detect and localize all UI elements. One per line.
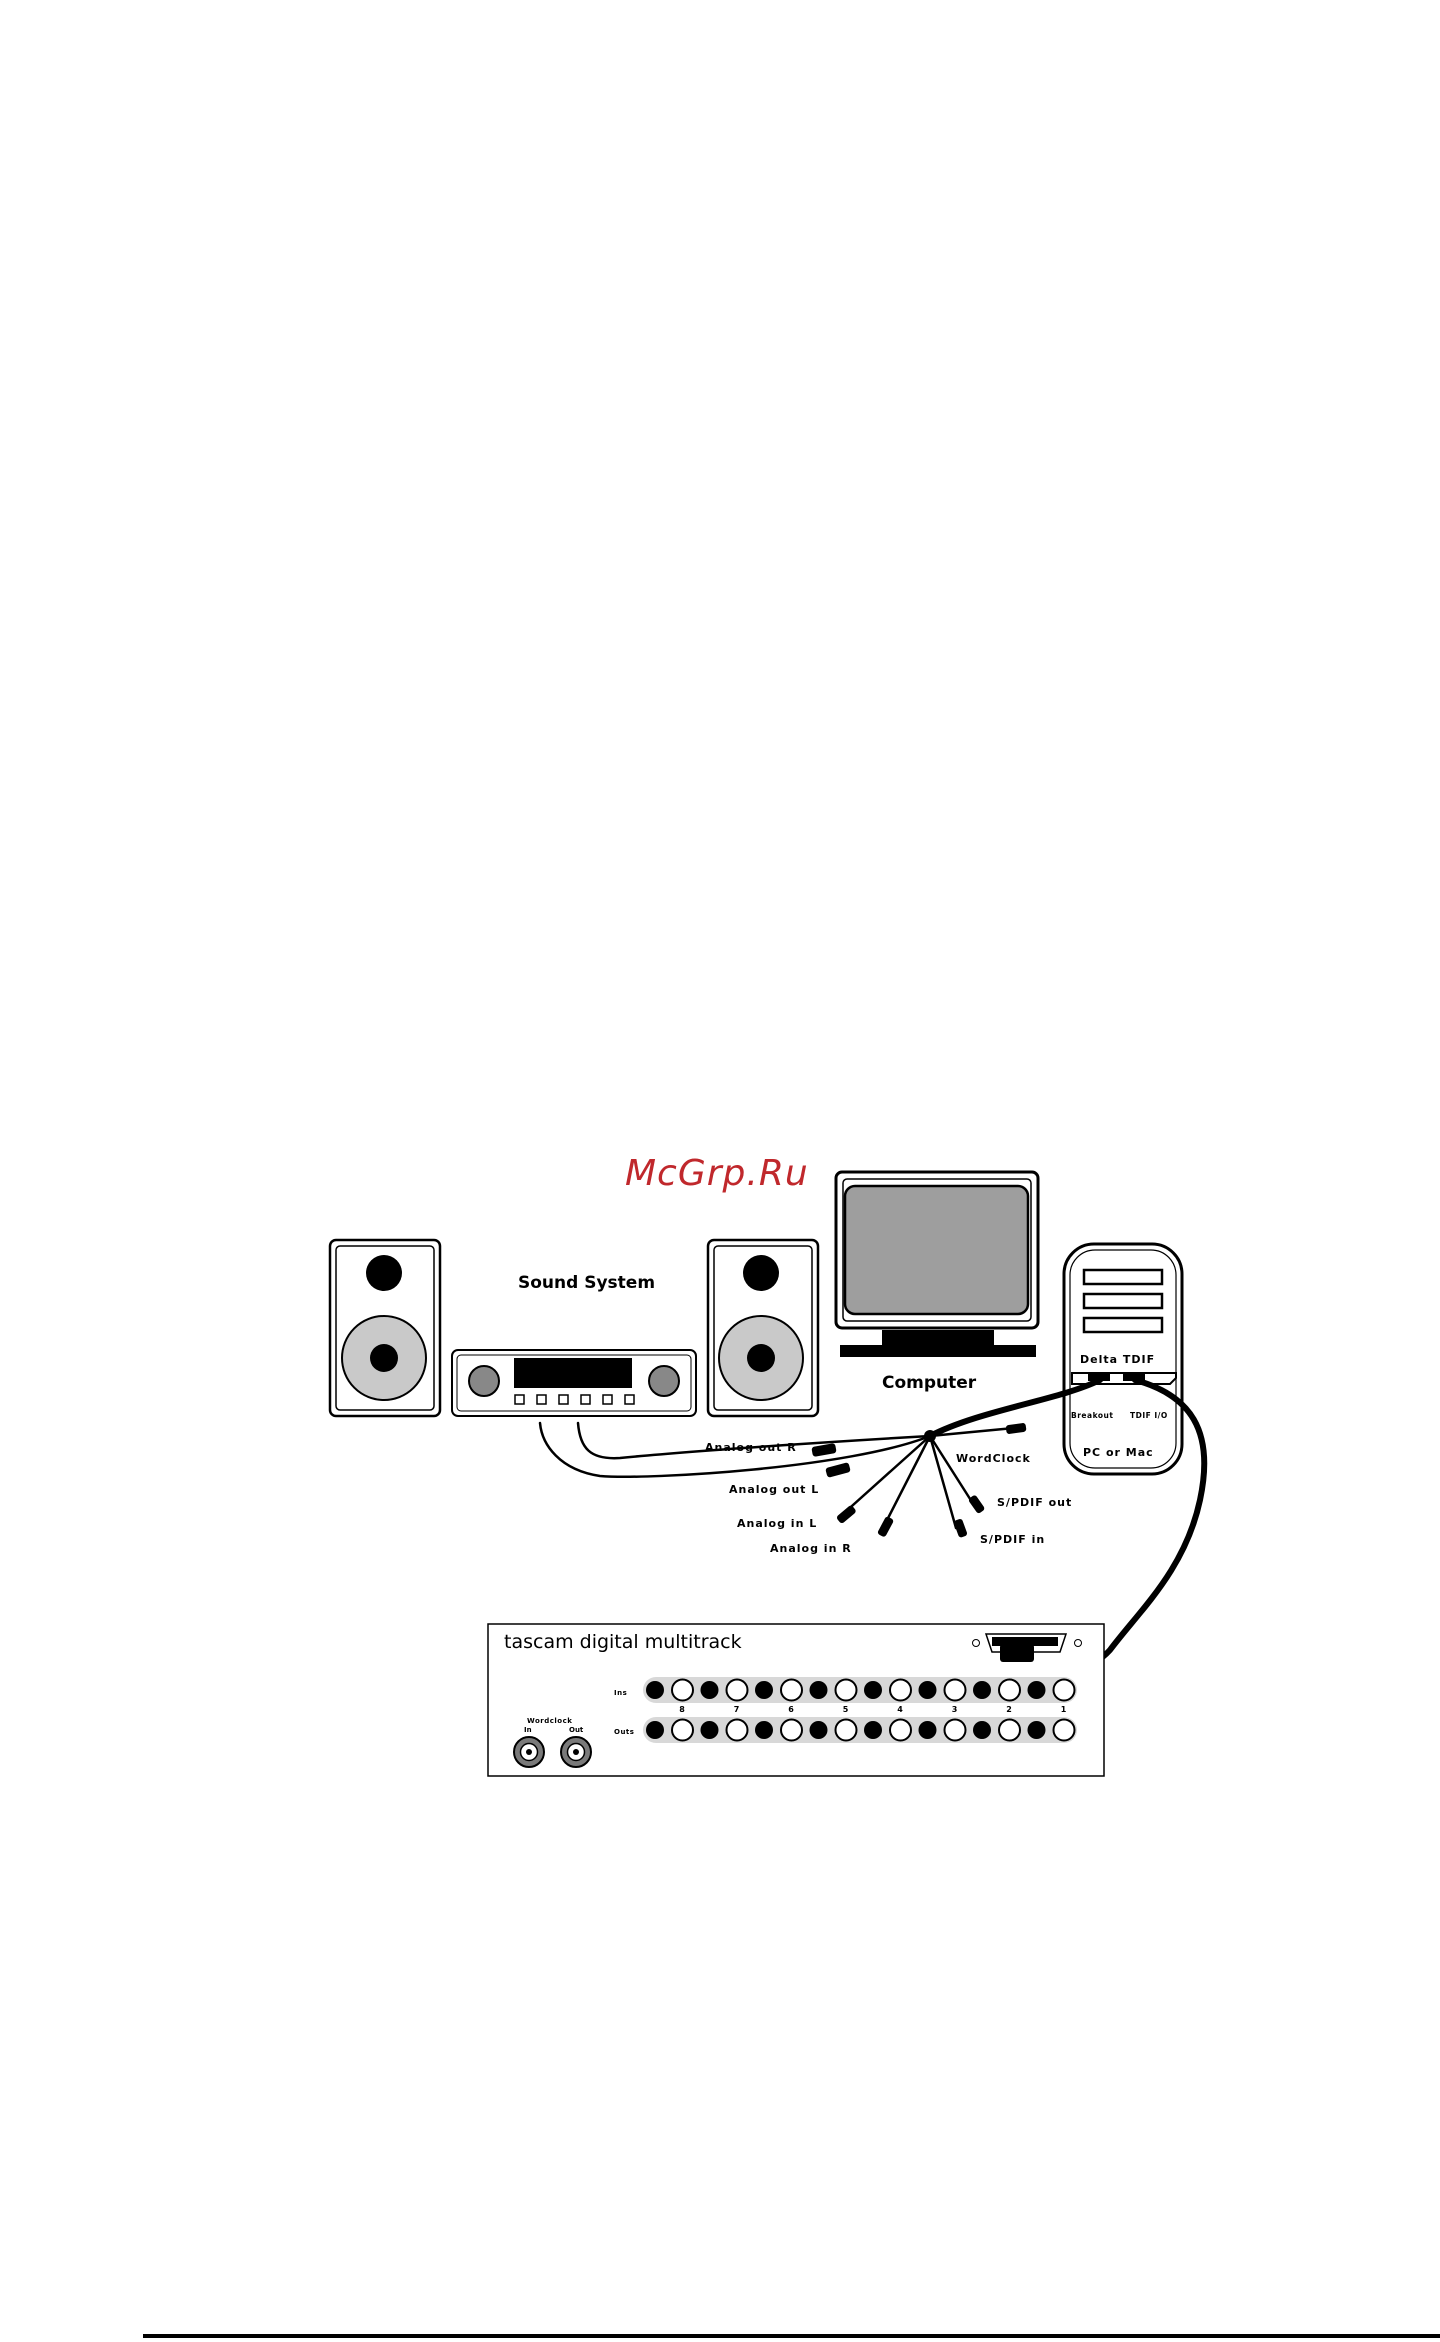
- wordclock-in-label: In: [524, 1726, 532, 1734]
- channel-number-8: 8: [679, 1705, 685, 1714]
- outs-jack-filled-1: [1028, 1721, 1046, 1739]
- ins-jack-filled-8: [646, 1681, 664, 1699]
- ins-jack-open-4: [890, 1680, 911, 1701]
- spdif-out-label: S/PDIF out: [997, 1496, 1072, 1509]
- wordclock-out-jack: [561, 1737, 591, 1767]
- ins-jack-filled-1: [1028, 1681, 1046, 1699]
- ins-jack-open-3: [945, 1680, 966, 1701]
- ins-jack-open-1: [1054, 1680, 1075, 1701]
- computer-monitor: [836, 1172, 1038, 1357]
- channel-number-1: 1: [1061, 1705, 1067, 1714]
- ins-label: Ins: [614, 1689, 627, 1697]
- tdif-io-port-label: TDIF I/O: [1130, 1411, 1168, 1420]
- ins-jack-open-2: [999, 1680, 1020, 1701]
- channel-number-2: 2: [1006, 1705, 1012, 1714]
- analog-out-l-label: Analog out L: [729, 1483, 819, 1496]
- outs-jack-open-1: [1054, 1720, 1075, 1741]
- wordclock-out-label: Out: [569, 1726, 584, 1734]
- outs-jack-open-5: [836, 1720, 857, 1741]
- pc-or-mac-label: PC or Mac: [1083, 1446, 1154, 1459]
- channel-number-6: 6: [788, 1705, 794, 1714]
- delta-tdif-label: Delta TDIF: [1080, 1353, 1155, 1366]
- watermark-text: McGrp.Ru: [625, 1153, 809, 1194]
- ins-jack-open-8: [672, 1680, 693, 1701]
- outs-jack-filled-7: [701, 1721, 719, 1739]
- outs-jack-open-3: [945, 1720, 966, 1741]
- sound-system-label: Sound System: [518, 1273, 655, 1293]
- outs-jack-open-2: [999, 1720, 1020, 1741]
- ins-jack-filled-5: [810, 1681, 828, 1699]
- wordclock-jack-label: Wordclock: [527, 1717, 572, 1725]
- outs-jack-filled-4: [864, 1721, 882, 1739]
- channel-number-3: 3: [952, 1705, 958, 1714]
- ins-jack-filled-7: [701, 1681, 719, 1699]
- outs-jack-open-8: [672, 1720, 693, 1741]
- right-speaker: [708, 1240, 818, 1416]
- ins-jack-open-5: [836, 1680, 857, 1701]
- outs-jack-filled-2: [973, 1721, 991, 1739]
- outs-jack-filled-5: [810, 1721, 828, 1739]
- channel-number-5: 5: [843, 1705, 849, 1714]
- spdif-in-label: S/PDIF in: [980, 1533, 1045, 1546]
- outs-label: Outs: [614, 1728, 634, 1736]
- ins-jack-filled-3: [919, 1681, 937, 1699]
- ins-jack-filled-2: [973, 1681, 991, 1699]
- outs-jack-open-4: [890, 1720, 911, 1741]
- multitrack-label: tascam digital multitrack: [504, 1631, 742, 1653]
- ins-jack-filled-6: [755, 1681, 773, 1699]
- analog-in-r-label: Analog in R: [770, 1542, 852, 1555]
- footer-rule: [143, 2334, 1440, 2338]
- channel-number-4: 4: [897, 1705, 903, 1714]
- outs-jack-filled-6: [755, 1721, 773, 1739]
- analog-out-r-label: Analog out R: [705, 1441, 797, 1454]
- outs-jack-open-6: [781, 1720, 802, 1741]
- analog-in-l-label: Analog in L: [737, 1517, 817, 1530]
- outs-jack-open-7: [727, 1720, 748, 1741]
- breakout-port-label: Breakout: [1071, 1411, 1113, 1420]
- sound-system-amplifier: [452, 1350, 696, 1416]
- outs-jack-filled-3: [919, 1721, 937, 1739]
- ins-jack-open-6: [781, 1680, 802, 1701]
- channel-number-7: 7: [734, 1705, 740, 1714]
- computer-label: Computer: [882, 1373, 977, 1393]
- ins-jack-filled-4: [864, 1681, 882, 1699]
- outs-jack-filled-8: [646, 1721, 664, 1739]
- ins-jack-open-7: [727, 1680, 748, 1701]
- wordclock-cable-label: WordClock: [956, 1452, 1031, 1465]
- left-speaker: [330, 1240, 440, 1416]
- wordclock-in-jack: [514, 1737, 544, 1767]
